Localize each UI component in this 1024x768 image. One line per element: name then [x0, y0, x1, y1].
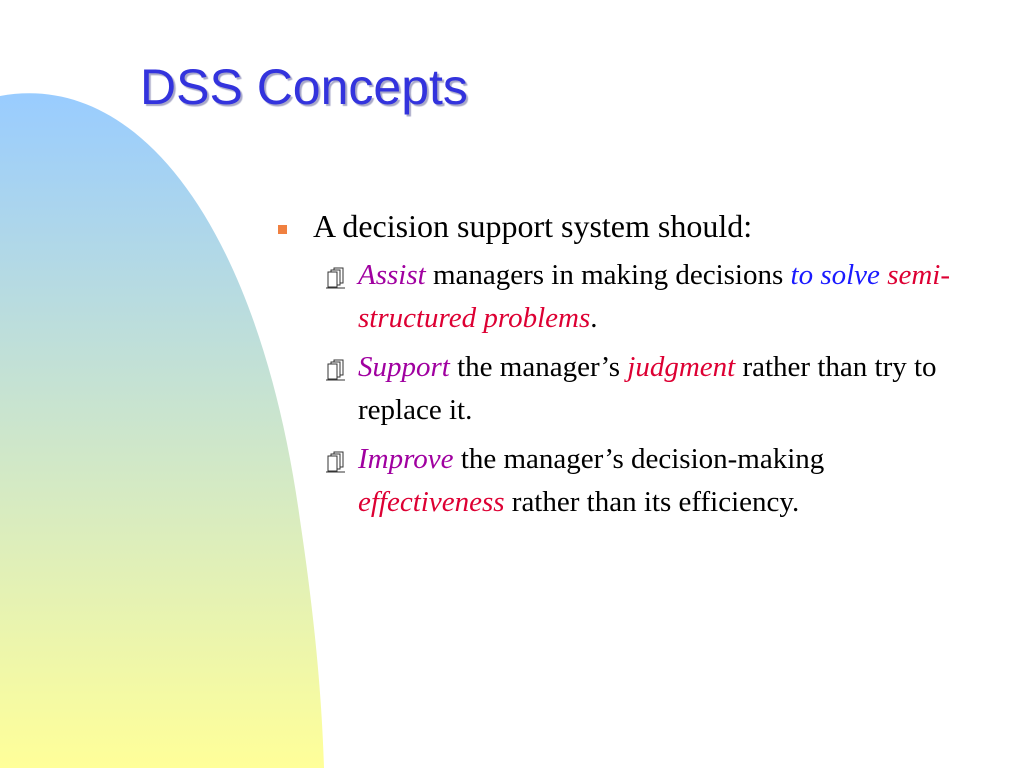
sub-bullet-text: Improve the manager’s decision-making ef… [358, 438, 963, 524]
main-bullet-text: A decision support system should: [313, 208, 753, 244]
sub-bullet-item: Assist managers in making decisions to s… [324, 254, 978, 340]
emphasis-assist: Assist [358, 259, 426, 291]
sub-bullet-text: Support the manager’s judgment rather th… [358, 346, 963, 432]
emphasis-support: Support [358, 351, 450, 383]
sub-bullet-item: Improve the manager’s decision-making ef… [324, 438, 978, 524]
slide-content: A decision support system should: Assist… [278, 204, 978, 530]
emphasis-semi-structured-problems: semi-structured problems [358, 259, 951, 334]
sub-bullet-text: Assist managers in making decisions to s… [358, 254, 963, 340]
emphasis-effectiveness: effectiveness [358, 486, 505, 518]
plain-text: rather than its efficiency. [504, 486, 800, 518]
emphasis-judgment: judgment [627, 351, 736, 383]
orange-square-bullet-icon [278, 225, 287, 234]
sub-bullet-item: Support the manager’s judgment rather th… [324, 346, 978, 432]
plain-text: . [590, 302, 598, 334]
emphasis-improve: Improve [358, 443, 454, 475]
stacked-pages-icon [326, 267, 345, 289]
plain-text: rather than try to replace it. [358, 351, 937, 426]
stacked-pages-icon [326, 451, 345, 473]
plain-text: the manager’s [449, 351, 628, 383]
plain-text: the manager’s decision-making [453, 443, 825, 475]
stacked-pages-icon [326, 359, 345, 381]
sub-bullet-list: Assist managers in making decisions to s… [324, 254, 978, 524]
main-bullet-item: A decision support system should: [278, 204, 978, 248]
plain-text: managers in making decisions [425, 259, 791, 291]
emphasis-to-solve: to solve [790, 259, 880, 291]
slide-title: DSS Concepts [140, 59, 468, 115]
